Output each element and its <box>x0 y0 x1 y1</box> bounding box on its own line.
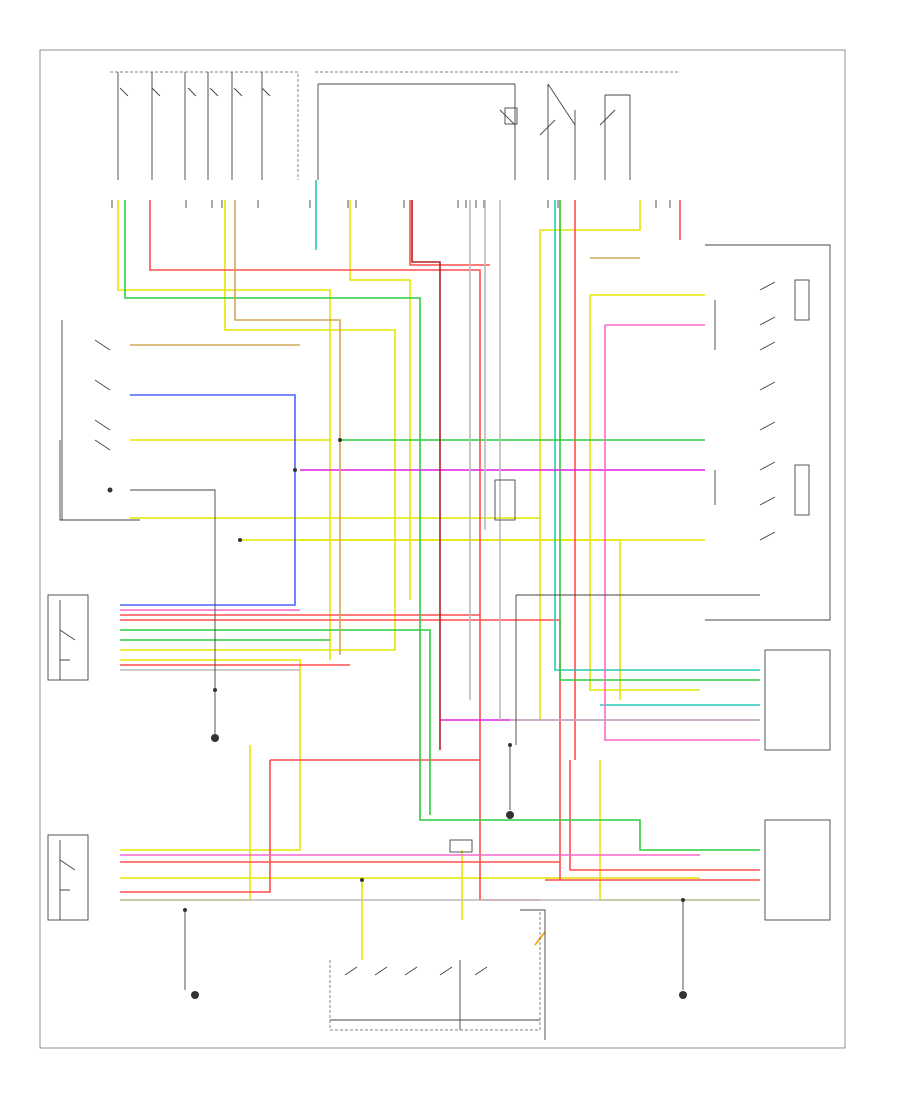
splices <box>183 438 685 912</box>
ground-symbols <box>191 734 687 999</box>
driver-front-motor <box>764 649 831 751</box>
diagram-frame <box>39 49 846 1049</box>
lock-module <box>449 479 516 853</box>
driver-rear-motor <box>764 819 831 921</box>
top-fuse-block <box>110 71 680 180</box>
ground-right-rear <box>679 991 687 999</box>
ground-mid <box>506 811 514 819</box>
ground-left-rear <box>191 991 199 999</box>
ground-left-front <box>211 734 219 742</box>
passenger-front-motor <box>47 594 89 681</box>
fuse-connector-pins <box>111 200 671 208</box>
driver-switch-panel <box>705 244 831 621</box>
passenger-switch-panel <box>61 320 140 521</box>
passenger-rear-switch <box>329 910 541 1031</box>
passenger-rear-motor <box>47 834 89 921</box>
